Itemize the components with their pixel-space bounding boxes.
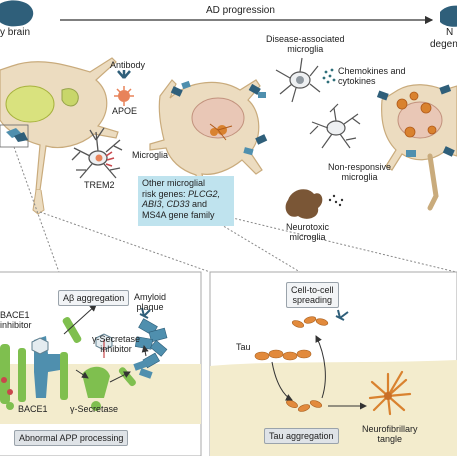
degeneration-label: degen — [430, 39, 457, 50]
bace1-inhibitor-label: BACE1 inhibitor — [0, 310, 32, 330]
risk-line-2a: risk genes: — [142, 188, 189, 199]
tau-filament — [254, 349, 312, 361]
risk-line-3-and: and — [189, 199, 208, 209]
antibody-icon — [117, 70, 131, 79]
non-responsive-microglia-cell — [309, 103, 361, 149]
trem2-receptor-icon — [105, 151, 115, 167]
spreading-tau-icon — [291, 316, 329, 328]
cytokine-dots-icon — [322, 68, 336, 84]
healthy-neuron — [0, 57, 119, 215]
chemokines-label: Chemokines and cytokines — [338, 66, 406, 86]
apoe-label: APOE — [112, 106, 138, 116]
antibody-label: Antibody — [110, 60, 146, 70]
ad-progression-label: AD progression — [206, 5, 275, 16]
gamma-secretase-label: γ-Secretase — [70, 404, 119, 414]
tau-aggregate-icon — [286, 399, 323, 412]
amyloid-plaque-icon — [134, 318, 168, 369]
neurotoxic-dots-icon — [328, 194, 344, 207]
trem2-label: TREM2 — [84, 180, 115, 190]
neurofibrillary-tangle-label: Neurofibrillary tangle — [362, 424, 418, 444]
abnormal-app-processing-box: Abnormal APP processing — [14, 430, 129, 446]
antibody-plaque-icon — [139, 307, 151, 319]
risk-gene-cd33: CD33 — [166, 199, 190, 209]
microglia-label: Microglia — [132, 150, 169, 160]
microglial-risk-genes-box: Other microglial risk genes: PLCG2, ABI3… — [138, 176, 234, 226]
apoe-icon — [114, 86, 134, 106]
degenerated-brain-label: N — [446, 27, 454, 38]
cell-to-cell-spreading-box: Cell-to-cell spreading — [286, 282, 339, 308]
neurofibrillary-tangle-icon — [368, 370, 412, 416]
gamma-secretase-inhibitor-label: γ-Secretase inhibitor — [92, 334, 141, 354]
disease-associated-microglia-label: Disease-associated microglia — [266, 34, 345, 54]
bace1-label: BACE1 — [18, 404, 48, 414]
non-responsive-microglia-label: Non-responsive microglia — [328, 162, 392, 182]
healthy-brain-icon — [0, 0, 34, 27]
healthy-brain-label: y brain — [0, 27, 31, 38]
risk-line-1: Other microglial — [142, 178, 206, 188]
tau-antibody-icon — [335, 309, 349, 321]
tau-aggregation-box: Tau aggregation — [264, 428, 339, 444]
tangles-right-icon — [396, 91, 437, 138]
plaque-clusters-right — [376, 84, 455, 157]
tangle-icon — [209, 123, 233, 141]
neurotoxic-microglia-cell — [285, 189, 323, 219]
neurotoxic-microglia-label: Neurotoxic microglia — [286, 222, 330, 242]
amyloid-plaque-label: Amyloid plaque — [134, 292, 167, 312]
risk-gene-plcg2: PLCG2, — [188, 188, 221, 199]
abeta-aggregation-box: Aβ aggregation — [58, 290, 130, 306]
risk-gene-abi3: ABI3 — [142, 199, 162, 209]
oligomer-icon — [133, 360, 153, 379]
degenerated-brain-icon — [440, 5, 457, 27]
plaque-clusters-mid — [170, 80, 268, 156]
risk-line-3-sep: , — [161, 199, 167, 209]
tau-label: Tau — [236, 342, 251, 352]
risk-line-4: MS4A gene family — [142, 209, 215, 220]
bace1-inhibitor-icon — [31, 337, 49, 355]
